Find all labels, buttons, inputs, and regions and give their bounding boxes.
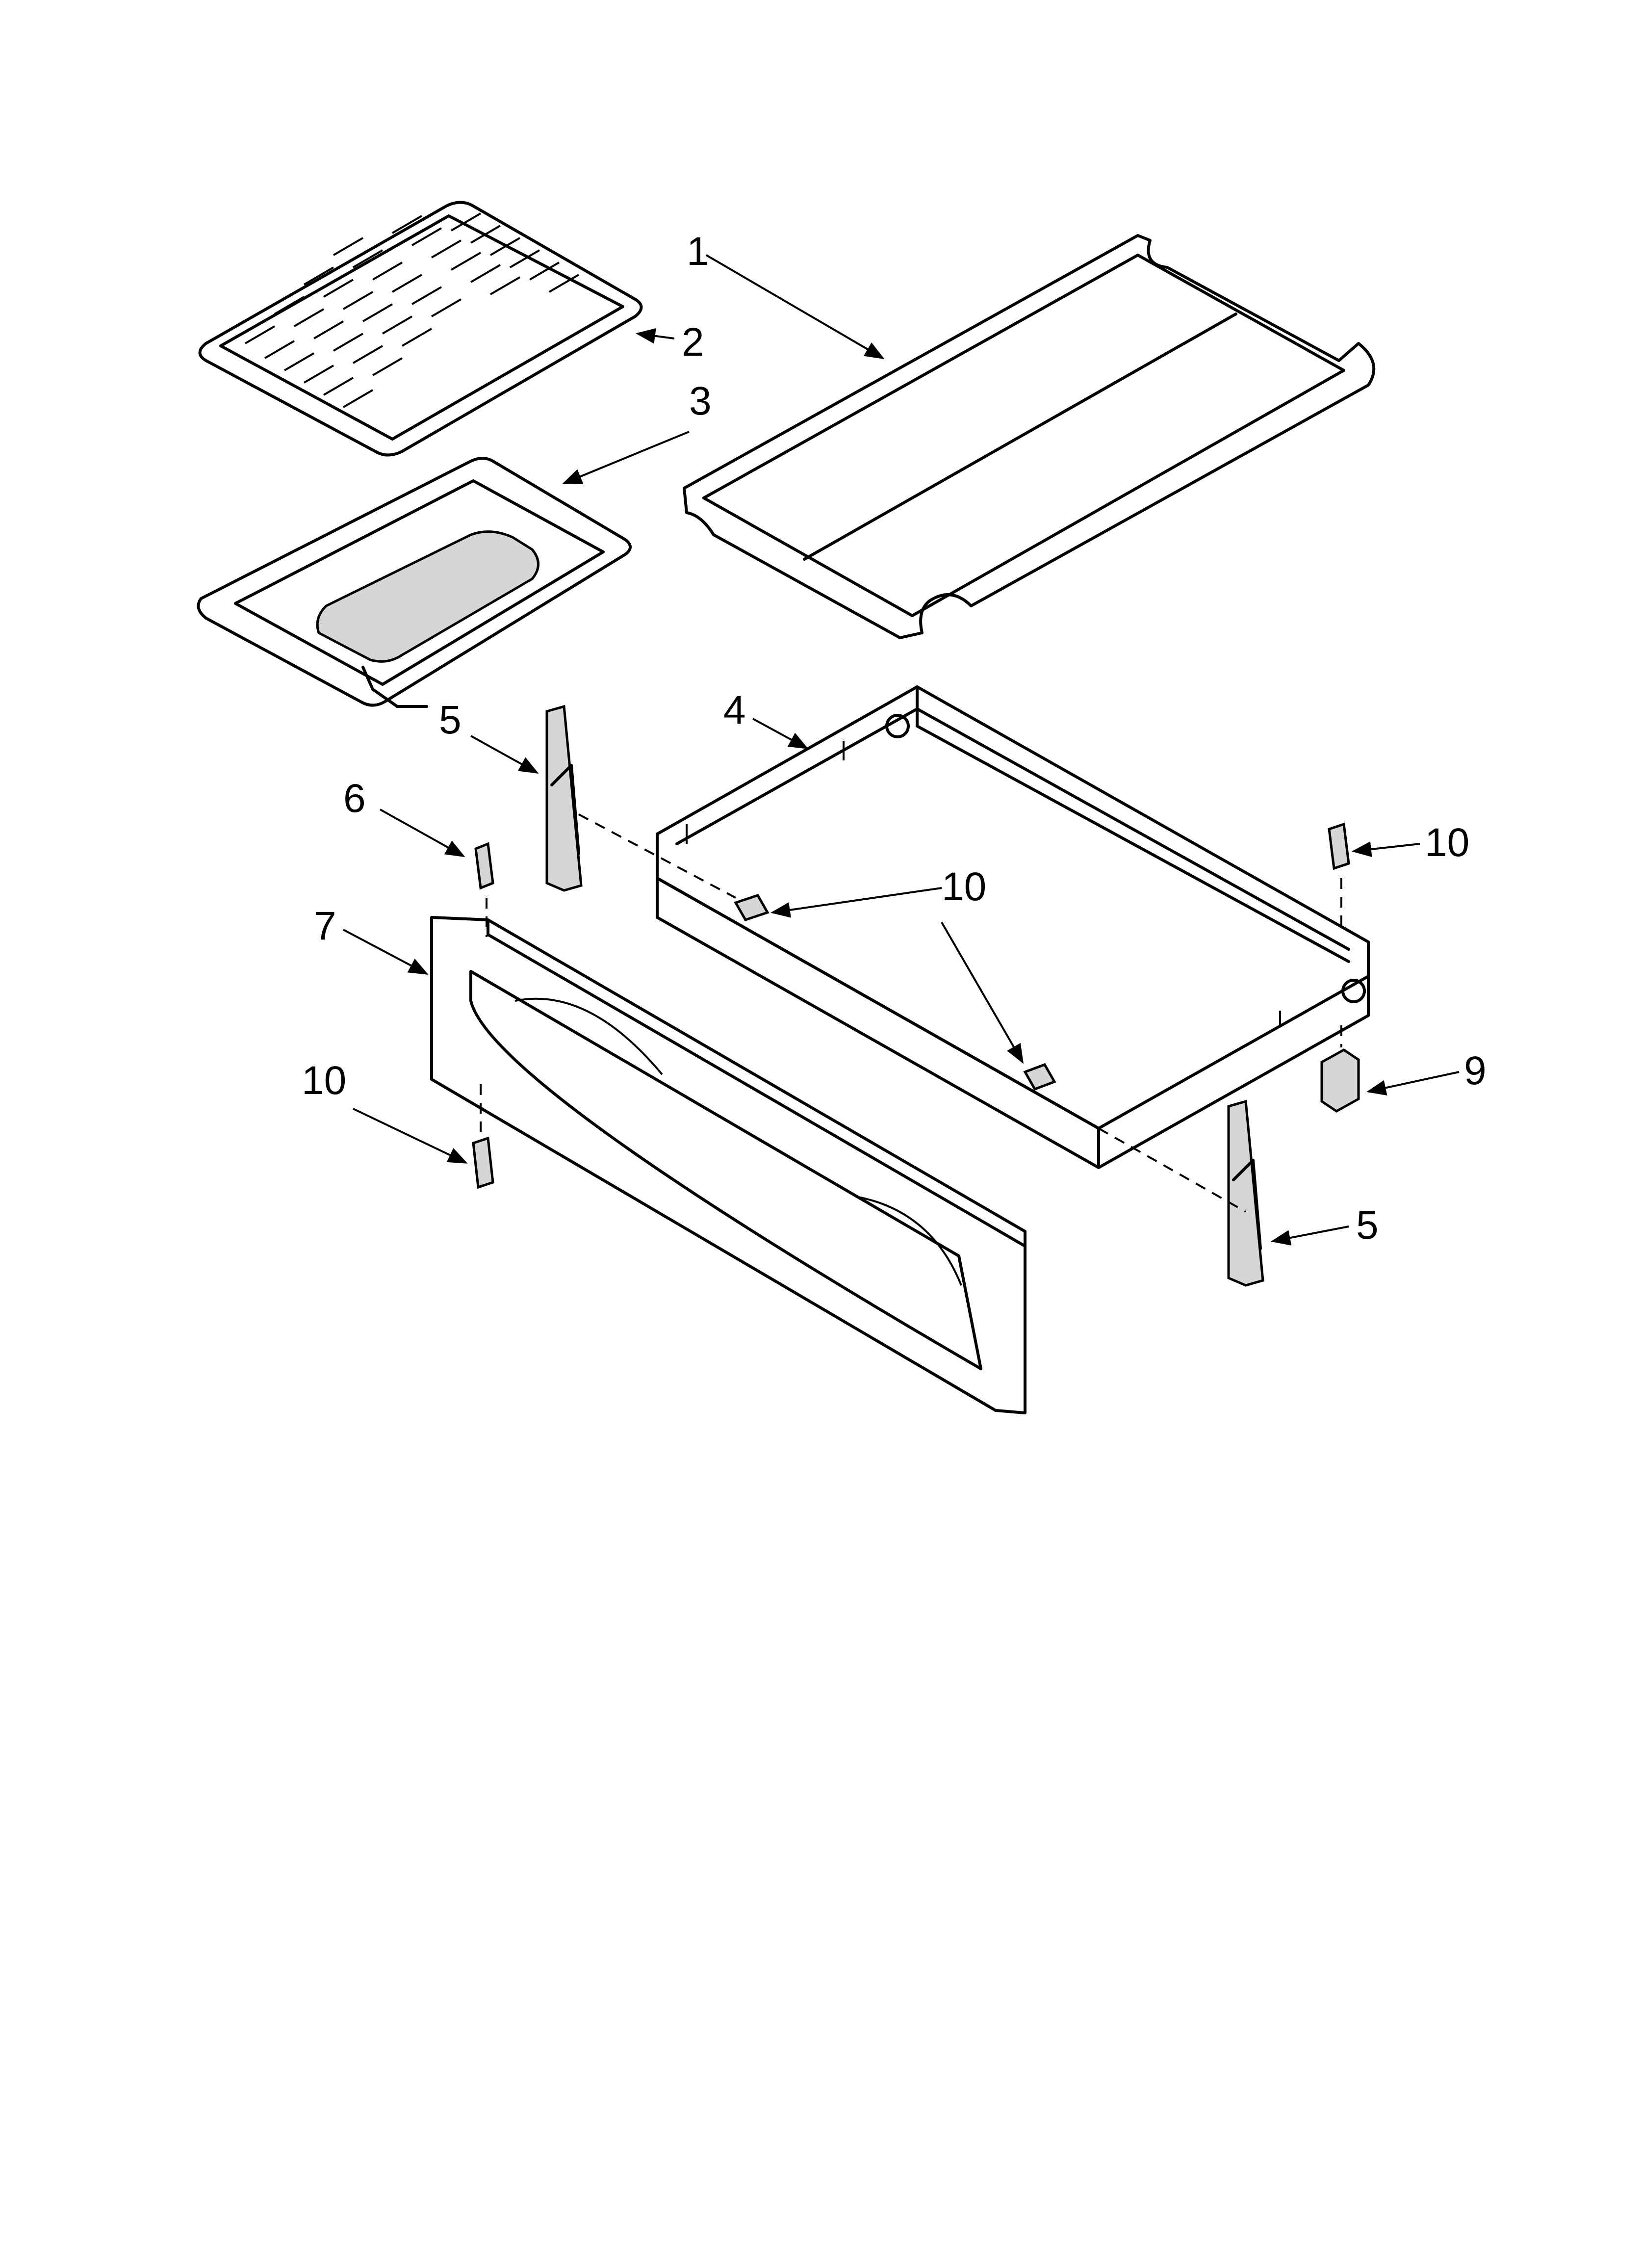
- drawer-body: [656, 685, 1370, 1169]
- callout-7: 7: [314, 904, 336, 948]
- screw-drawer-side-left: [734, 893, 770, 922]
- callout-4: 4: [723, 688, 746, 732]
- callout-5-right: 5: [1356, 1203, 1379, 1248]
- slide-mount-line-right: [1098, 1127, 1246, 1213]
- callout-3: 3: [689, 379, 712, 423]
- screw-front-bottom: [472, 1084, 494, 1189]
- screw-drawer-side-right: [1023, 1063, 1056, 1091]
- drawer-slide-right: [1227, 1099, 1264, 1287]
- drawer-front-panel: [430, 916, 1026, 1414]
- screw-top-right: [1328, 822, 1350, 932]
- callout-6: 6: [343, 776, 366, 821]
- broiler-pan: [197, 457, 632, 708]
- oven-rack: [683, 234, 1376, 639]
- drawer-slide-left: [545, 704, 583, 892]
- callout-10-top-right: 10: [1425, 820, 1469, 865]
- clip: [1320, 1025, 1360, 1113]
- leader-lines: [343, 254, 1460, 1246]
- callout-2: 2: [682, 320, 704, 365]
- stud: [474, 842, 494, 937]
- callout-10-front: 10: [302, 1058, 346, 1103]
- callout-10-middle: 10: [942, 864, 986, 909]
- broiler-grid: [198, 201, 643, 457]
- callout-1: 1: [687, 229, 709, 274]
- callout-9: 9: [1464, 1048, 1487, 1093]
- callout-5-left: 5: [439, 698, 462, 742]
